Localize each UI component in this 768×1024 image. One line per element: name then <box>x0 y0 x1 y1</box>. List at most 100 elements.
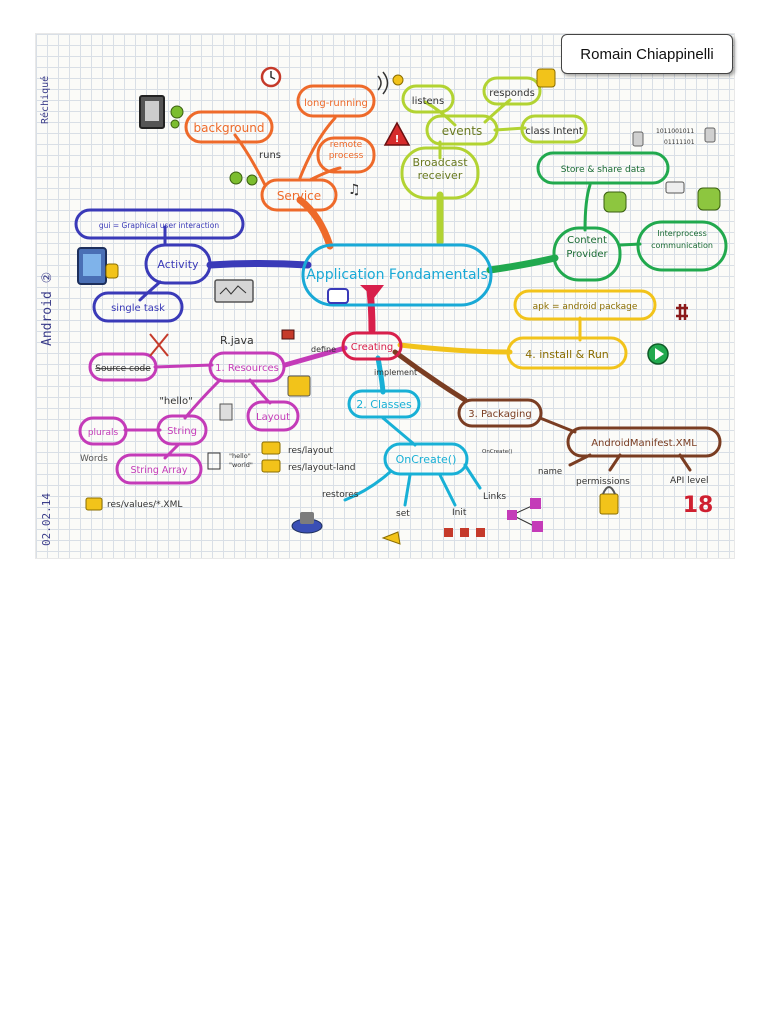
label-define: define <box>311 345 336 354</box>
red-marker-icon <box>360 285 384 298</box>
label-plurals: plurals <box>88 428 119 438</box>
envelope-icon <box>665 181 685 194</box>
hand-pointing-icon <box>381 531 401 545</box>
label-manifest: AndroidManifest.XML <box>591 438 697 449</box>
label-broadcast: Broadcast receiver <box>412 156 468 182</box>
bubble-classes <box>347 389 421 419</box>
label-events: events <box>442 124 482 138</box>
bubble-store-share <box>536 151 670 185</box>
label-activity: Activity <box>157 258 199 271</box>
database-icon <box>632 131 644 147</box>
label-service: Service <box>277 189 321 203</box>
label-restores: restores <box>322 490 359 500</box>
app-icon <box>327 288 349 304</box>
bubble-events <box>425 114 499 146</box>
image-icon <box>287 375 311 397</box>
bubble-apk <box>513 289 657 321</box>
bubble-plurals <box>78 416 128 446</box>
database-icon-2 <box>704 127 716 143</box>
label-name: name <box>538 467 562 477</box>
bubble-source-code <box>88 352 158 382</box>
label-background: background <box>194 121 265 135</box>
label-listens: listens <box>412 96 444 107</box>
folder-icon-3 <box>85 497 103 511</box>
folder-icon-2 <box>261 459 281 473</box>
bubble-remote-process <box>316 136 376 174</box>
label-gui: gui = Graphical user interaction <box>99 221 219 230</box>
label-resources: 1. Resources <box>215 363 279 374</box>
bubble-listens <box>401 84 455 114</box>
block-icon-3 <box>476 528 485 537</box>
label-string: String <box>167 426 197 437</box>
bubble-single-task <box>92 291 184 323</box>
branch-service <box>296 196 334 250</box>
padlock-icon <box>599 493 619 515</box>
label-class-intent: class Intent <box>525 126 583 137</box>
label-source-code: Source code <box>95 364 151 374</box>
branch-activity <box>206 260 312 269</box>
label-long-running: long-running <box>304 98 368 109</box>
bubble-layout <box>246 400 300 432</box>
apk-package-icon <box>676 304 688 320</box>
label-classes: 2. Classes <box>356 398 412 411</box>
author-box: Romain Chiappinelli <box>561 34 733 74</box>
label-binary-2: 01111101 <box>664 139 695 146</box>
red-tag-icon <box>281 329 295 340</box>
bubble-manifest <box>566 426 722 458</box>
hand-wave-icon <box>536 68 556 88</box>
bubble-broadcast <box>400 146 480 200</box>
branch-content-provider <box>486 254 559 274</box>
gear-icon-2 <box>229 171 243 185</box>
label-string-array: String Array <box>131 465 188 476</box>
cross-out-icon <box>149 333 169 357</box>
music-note-icon: ♫ <box>348 182 361 198</box>
block-icon-2 <box>460 528 469 537</box>
bubble-gui <box>74 208 245 240</box>
label-permissions: permissions <box>576 477 630 487</box>
warning-icon <box>383 121 411 146</box>
bubble-creating <box>341 331 403 361</box>
label-rjava: R.java <box>220 334 254 347</box>
bubble-responds <box>482 76 542 106</box>
label-res-values: res/values/*.XML <box>107 500 182 510</box>
author-name: Romain Chiappinelli <box>580 45 714 63</box>
label-words: Words <box>80 454 108 464</box>
label-remote-process: remote process <box>328 140 364 161</box>
label-hello-mini: "hello" <box>229 452 251 460</box>
label-apk: apk = android package <box>533 302 638 312</box>
branch-resources <box>282 345 348 368</box>
label-center: Application Fondamentals <box>306 267 488 283</box>
label-set: set <box>396 509 410 519</box>
label-res-layout: res/layout <box>288 446 333 456</box>
label-world-mini: "world" <box>229 461 253 469</box>
android-icon <box>603 191 627 213</box>
gear-icon <box>170 105 184 119</box>
bubble-service <box>260 178 338 212</box>
bubble-interprocess <box>636 220 728 272</box>
bubble-class-intent <box>520 114 588 144</box>
label-init: Init <box>452 508 467 518</box>
bubble-long-running <box>296 84 376 118</box>
bubble-string-array <box>115 453 203 485</box>
label-implement: implement <box>374 368 417 377</box>
file-icon <box>219 403 233 421</box>
label-hello: "hello" <box>159 396 192 407</box>
label-links: Links <box>483 492 506 502</box>
bubble-packaging <box>457 398 543 428</box>
bubble-center <box>301 243 493 307</box>
label-api-level: API level <box>670 476 709 486</box>
label-content-provider: Content Provider <box>566 235 608 260</box>
label-store-share: Store & share data <box>561 165 646 175</box>
bubble-oncreate <box>383 442 469 476</box>
label-creating: Creating <box>351 342 394 353</box>
bubble-content-provider <box>552 226 622 282</box>
label-api-number: 18 <box>683 493 714 518</box>
label-oncreate: OnCreate() <box>396 453 457 466</box>
label-packaging: 3. Packaging <box>468 409 531 420</box>
bubble-string <box>156 414 208 446</box>
android-icon-2 <box>697 187 721 211</box>
doodle-icons: ♫ ! <box>77 66 721 545</box>
bubble-background <box>184 110 274 144</box>
branch-install <box>397 342 513 355</box>
